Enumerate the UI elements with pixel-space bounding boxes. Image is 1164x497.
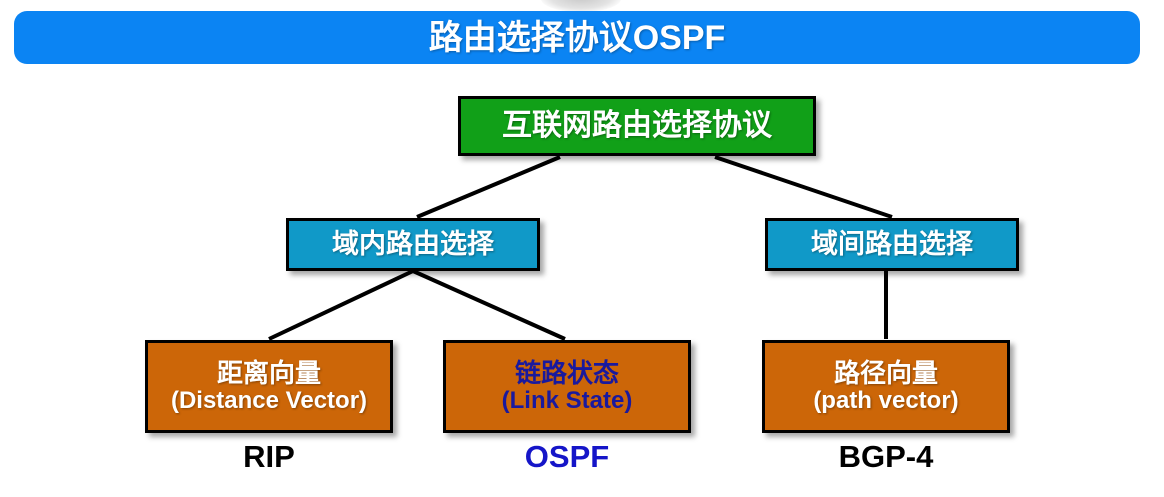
node-inter-domain-routing[interactable]: 域间路由选择 — [765, 218, 1019, 271]
node-link-state[interactable]: 链路状态 (Link State) — [443, 340, 691, 433]
node-label-primary: 路径向量 — [833, 357, 938, 388]
node-label-secondary: (Link State) — [501, 386, 633, 414]
protocol-label-rip: RIP — [243, 439, 295, 474]
node-label: 互联网路由选择协议 — [502, 108, 772, 142]
node-intra-domain-routing[interactable]: 域内路由选择 — [286, 218, 540, 271]
page-title: 路由选择协议OSPF — [428, 18, 726, 57]
decorative-ellipse — [541, 0, 621, 12]
node-distance-vector[interactable]: 距离向量 (Distance Vector) — [145, 340, 393, 433]
node-label-secondary: (Distance Vector) — [170, 386, 368, 414]
node-label-primary: 距离向量 — [216, 357, 321, 388]
protocol-label-bgp4: BGP-4 — [838, 439, 934, 474]
node-label: 域内路由选择 — [332, 229, 494, 260]
slide-title-bar: 路由选择协议OSPF — [14, 11, 1140, 64]
node-label: 域间路由选择 — [811, 229, 973, 260]
protocol-label-ospf: OSPF — [524, 439, 610, 474]
node-internet-routing-protocol[interactable]: 互联网路由选择协议 — [458, 96, 816, 156]
node-label-primary: 链路状态 — [514, 357, 619, 388]
node-label-secondary: (path vector) — [813, 386, 959, 414]
node-path-vector[interactable]: 路径向量 (path vector) — [762, 340, 1010, 433]
